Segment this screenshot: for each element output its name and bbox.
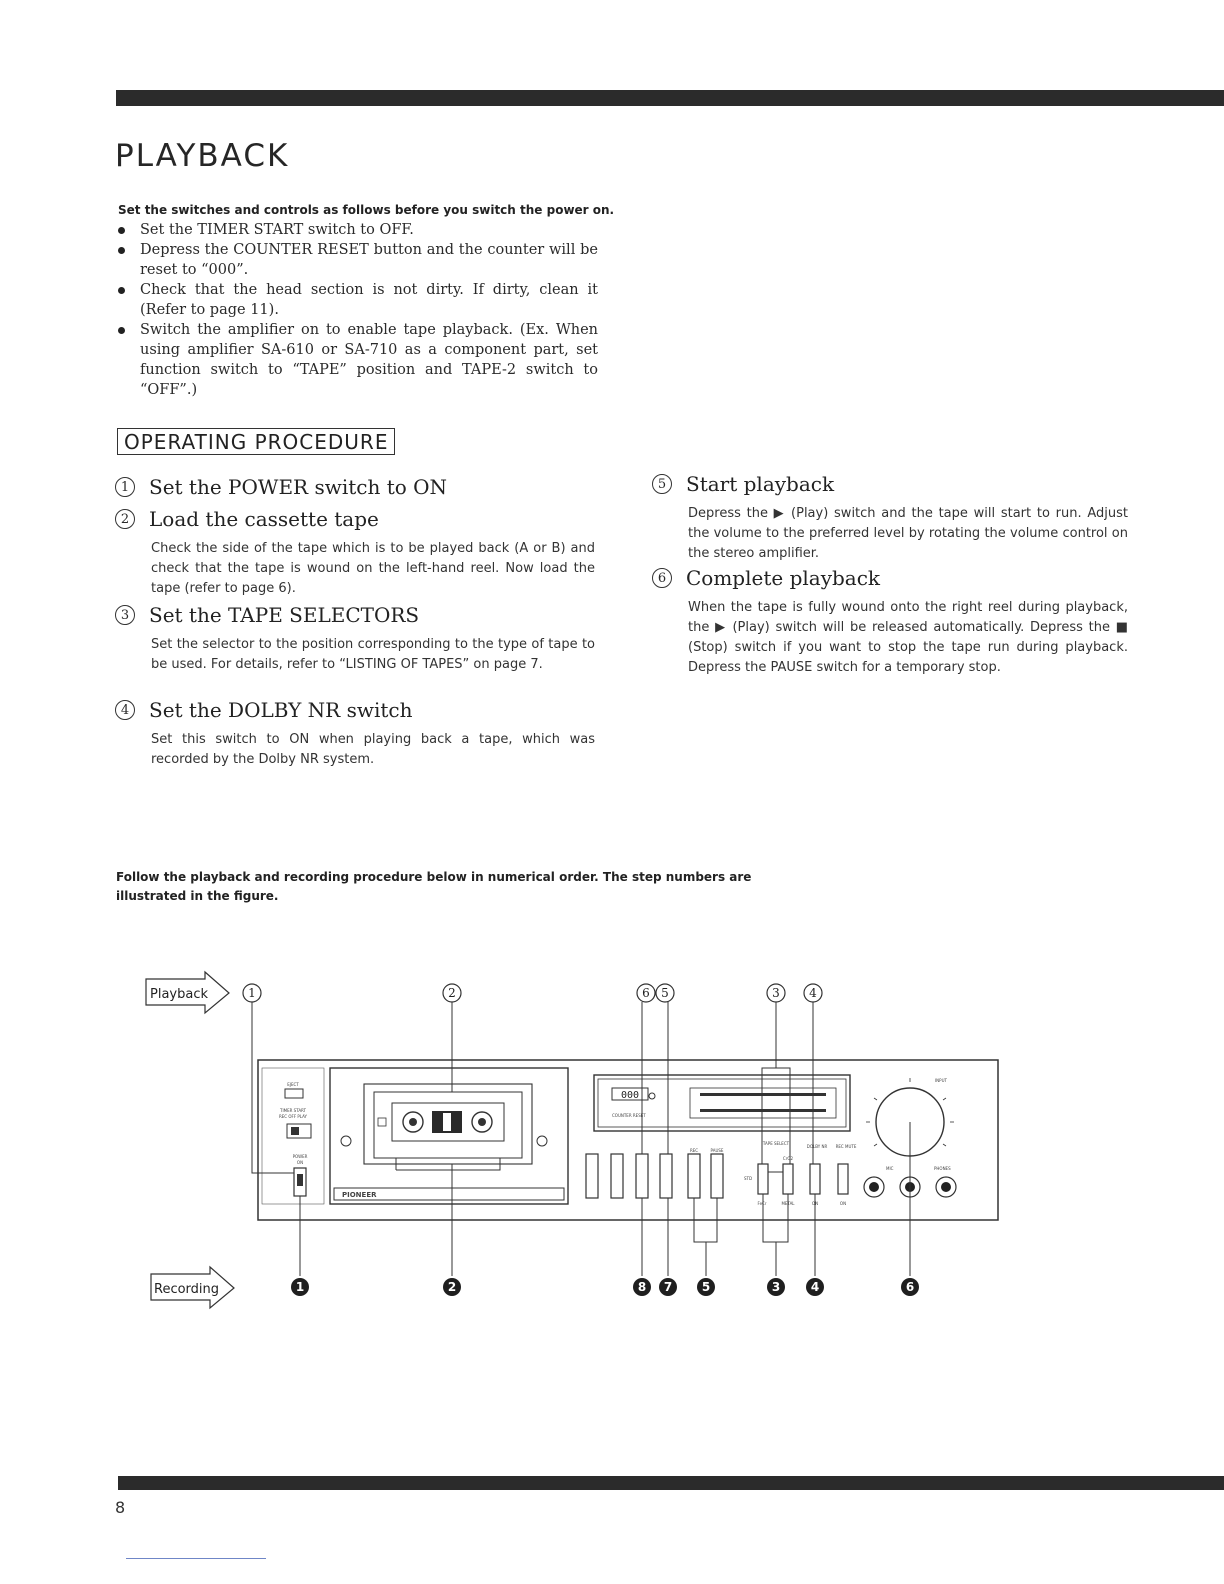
step-number: 6	[652, 568, 672, 588]
top-rule	[116, 90, 1224, 106]
step-body: Depress the ▶ (Play) switch and the tape…	[688, 506, 1128, 561]
svg-text:8: 8	[638, 1280, 646, 1294]
svg-text:5: 5	[661, 986, 669, 1000]
svg-text:3: 3	[772, 986, 780, 1000]
svg-text:MIC: MIC	[886, 1166, 894, 1171]
svg-text:ON: ON	[840, 1201, 846, 1206]
footer-line	[126, 1558, 266, 1559]
svg-text:7: 7	[664, 1280, 672, 1294]
step-title: Set the TAPE SELECTORS	[149, 603, 420, 627]
playback-number-4: 4	[803, 983, 823, 1003]
procedure-heading: OPERATING PROCEDURE	[117, 428, 396, 455]
step-number: 4	[115, 700, 135, 720]
tape-counter	[611, 1087, 649, 1101]
level-meter	[689, 1087, 837, 1119]
step-title: Start playback	[686, 472, 835, 496]
svg-text:5: 5	[702, 1280, 710, 1294]
leader-lines	[251, 1002, 911, 1276]
svg-text:REC OFF PLAY: REC OFF PLAY	[279, 1114, 308, 1119]
svg-text:1: 1	[296, 1280, 304, 1294]
playback-number-5: 5	[655, 983, 675, 1003]
playback-arrow: Playback	[145, 970, 230, 1015]
step-title: Load the cassette tape	[149, 507, 379, 531]
svg-text:PHONES: PHONES	[934, 1166, 951, 1171]
playback-label: Playback	[150, 987, 208, 1002]
svg-text:TIMER START: TIMER START	[279, 1108, 307, 1113]
svg-text:REC: REC	[690, 1148, 698, 1153]
svg-text:INPUT: INPUT	[935, 1078, 948, 1083]
svg-text:STD: STD	[744, 1176, 752, 1181]
step-title: Complete playback	[686, 566, 881, 590]
transport-keys: REC PAUSE	[585, 1148, 724, 1199]
recording-number-5: 5	[697, 1278, 715, 1296]
step-4: 4 Set the DOLBY NR switch Set this switc…	[115, 698, 595, 770]
svg-text:4: 4	[809, 986, 817, 1000]
svg-text:DOLBY NR: DOLBY NR	[807, 1144, 828, 1149]
step-body: When the tape is fully wound onto the ri…	[688, 600, 1128, 675]
svg-text:1: 1	[248, 986, 256, 1000]
step-5: 5 Start playback Depress the ▶ (Play) sw…	[652, 472, 1128, 564]
step-3: 3 Set the TAPE SELECTORS Set the selecto…	[115, 603, 595, 675]
step-body: Set this switch to ON when playing back …	[151, 732, 595, 767]
svg-text:2: 2	[448, 986, 456, 1000]
svg-text:TAPE SELECT: TAPE SELECT	[762, 1141, 790, 1146]
svg-text:ON: ON	[297, 1160, 303, 1165]
list-item: Depress the COUNTER RESET button and the…	[118, 240, 598, 280]
recording-number-7: 7	[659, 1278, 677, 1296]
svg-text:REC MUTE: REC MUTE	[836, 1144, 857, 1149]
brand-logo: PIONEER	[342, 1191, 377, 1199]
selector-switches: TAPE SELECT DOLBY NR REC MUTE STD FeCr M…	[744, 1141, 857, 1206]
step-6: 6 Complete playback When the tape is ful…	[652, 566, 1128, 678]
recording-number-3: 3	[767, 1278, 785, 1296]
svg-text:4: 4	[811, 1280, 819, 1294]
recording-number-2: 2	[443, 1278, 461, 1296]
step-number: 3	[115, 605, 135, 625]
recording-arrow: Recording	[150, 1265, 235, 1310]
step-2: 2 Load the cassette tape Check the side …	[115, 507, 595, 599]
recording-number-6: 6	[901, 1278, 919, 1296]
recording-label: Recording	[154, 1282, 219, 1297]
svg-text:FeCr: FeCr	[758, 1201, 767, 1206]
step-title: Set the DOLBY NR switch	[149, 698, 413, 722]
bottom-rule	[118, 1476, 1224, 1490]
svg-text:EJECT: EJECT	[287, 1082, 299, 1087]
step-title: Set the POWER switch to ON	[149, 475, 448, 499]
step-1: 1 Set the POWER switch to ON	[115, 475, 595, 499]
playback-number-6: 6	[636, 983, 656, 1003]
list-item: Set the TIMER START switch to OFF.	[118, 220, 598, 240]
svg-text:2: 2	[448, 1280, 456, 1294]
step-number: 2	[115, 509, 135, 529]
svg-text:CrO2: CrO2	[783, 1156, 794, 1161]
recording-number-4: 4	[806, 1278, 824, 1296]
intro-text: Set the switches and controls as follows…	[118, 203, 615, 217]
svg-text:3: 3	[772, 1280, 780, 1294]
step-body: Check the side of the tape which is to b…	[151, 541, 595, 596]
svg-text:PAUSE: PAUSE	[711, 1148, 724, 1153]
step-body: Set the selector to the position corresp…	[151, 637, 595, 672]
eject-button	[284, 1088, 304, 1099]
svg-text:6: 6	[906, 1280, 914, 1294]
svg-text:POWER: POWER	[293, 1154, 308, 1159]
playback-number-2: 2	[442, 983, 462, 1003]
recording-number-1: 1	[291, 1278, 309, 1296]
counter-reset-button	[648, 1092, 656, 1100]
svg-text:COUNTER RESET: COUNTER RESET	[612, 1113, 646, 1118]
list-item: Check that the head section is not dirty…	[118, 280, 598, 320]
pre-check-list: Set the TIMER START switch to OFF. Depre…	[118, 220, 598, 400]
svg-text:6: 6	[642, 986, 650, 1000]
svg-text:000: 000	[621, 1090, 639, 1101]
page-title: PLAYBACK	[115, 138, 290, 174]
list-item: Switch the amplifier on to enable tape p…	[118, 320, 598, 400]
playback-number-1: 1	[242, 983, 262, 1003]
step-number: 1	[115, 477, 135, 497]
follow-text: Follow the playback and recording proced…	[116, 870, 752, 903]
page-number: 8	[115, 1498, 126, 1517]
playback-number-3: 3	[766, 983, 786, 1003]
recording-number-8: 8	[633, 1278, 651, 1296]
step-number: 5	[652, 474, 672, 494]
